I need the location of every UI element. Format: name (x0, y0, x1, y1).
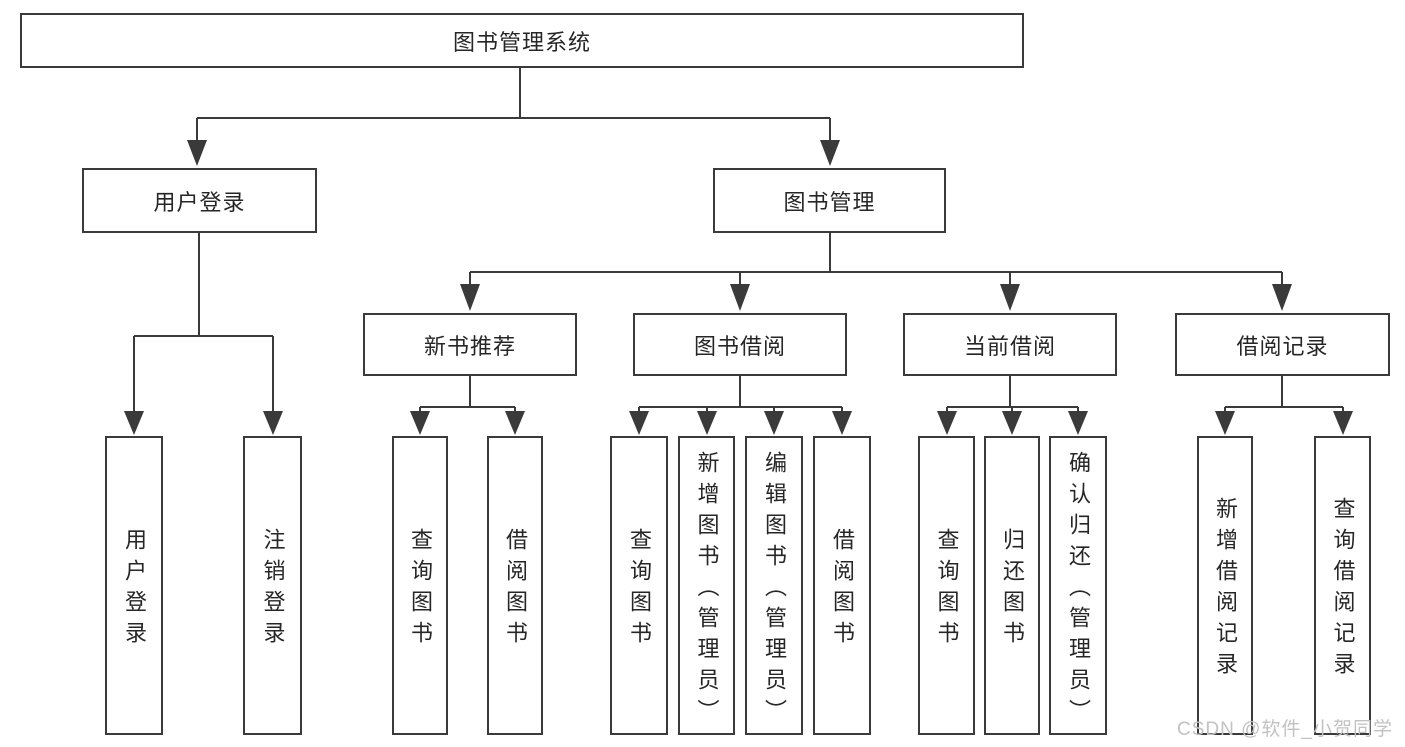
node-user-login-leaf: 用户登录 (105, 436, 163, 735)
node-query-books-leaf: 查询图书 (610, 436, 668, 735)
node-label: 借阅记录 (1236, 333, 1329, 359)
node-return-books-leaf: 归还图书 (984, 436, 1040, 735)
node-borrow-books-leaf: 借阅图书 (487, 436, 543, 735)
node-label: 图书管理系统 (452, 29, 591, 55)
node-borrow-books-leaf: 借阅图书 (813, 436, 871, 735)
csdn-watermark: CSDN @软件_小贺同学 (1177, 719, 1393, 740)
node-label: 借阅图书 (503, 528, 528, 652)
node-label: 图书管理 (783, 189, 876, 215)
node-query-books-leaf: 查询图书 (392, 436, 448, 735)
node-label: 查询借阅记录 (1330, 497, 1356, 683)
arrowhead-icons (124, 140, 1353, 435)
node-label: 查询图书 (408, 528, 433, 652)
node-label: 借阅图书 (830, 528, 855, 652)
node-label: 确认归还（管理员） (1066, 450, 1091, 730)
node-logout-leaf: 注销登录 (243, 436, 302, 735)
node-label: 用户登录 (153, 189, 246, 215)
node-book-borrow: 图书借阅 (633, 313, 847, 376)
node-current-borrow: 当前借阅 (903, 313, 1117, 376)
node-add-borrow-record-leaf: 新增借阅记录 (1197, 436, 1253, 735)
node-user-login: 用户登录 (82, 168, 317, 233)
node-query-borrow-record-leaf: 查询借阅记录 (1314, 436, 1371, 735)
node-label: 编辑图书（管理员） (762, 450, 787, 730)
node-new-book-recommend: 新书推荐 (363, 313, 577, 376)
node-label: 查询图书 (627, 528, 652, 652)
node-label: 新书推荐 (423, 333, 516, 359)
node-borrow-records: 借阅记录 (1175, 313, 1390, 376)
node-book-management: 图书管理 (713, 168, 946, 233)
node-label: 注销登录 (260, 528, 286, 652)
node-label: 归还图书 (1000, 528, 1025, 652)
node-label: 图书借阅 (693, 333, 786, 359)
node-label: 新增借阅记录 (1213, 497, 1238, 683)
node-label: 当前借阅 (963, 333, 1056, 359)
node-query-books-leaf: 查询图书 (918, 436, 975, 735)
node-add-books-admin-leaf: 新增图书（管理员） (678, 436, 735, 735)
node-label: 查询图书 (934, 528, 960, 652)
node-library-management-system: 图书管理系统 (20, 13, 1024, 68)
node-label: 用户登录 (122, 528, 147, 652)
node-edit-books-admin-leaf: 编辑图书（管理员） (745, 436, 803, 735)
node-label: 新增图书（管理员） (694, 450, 720, 730)
node-confirm-return-admin-leaf: 确认归还（管理员） (1049, 436, 1107, 735)
